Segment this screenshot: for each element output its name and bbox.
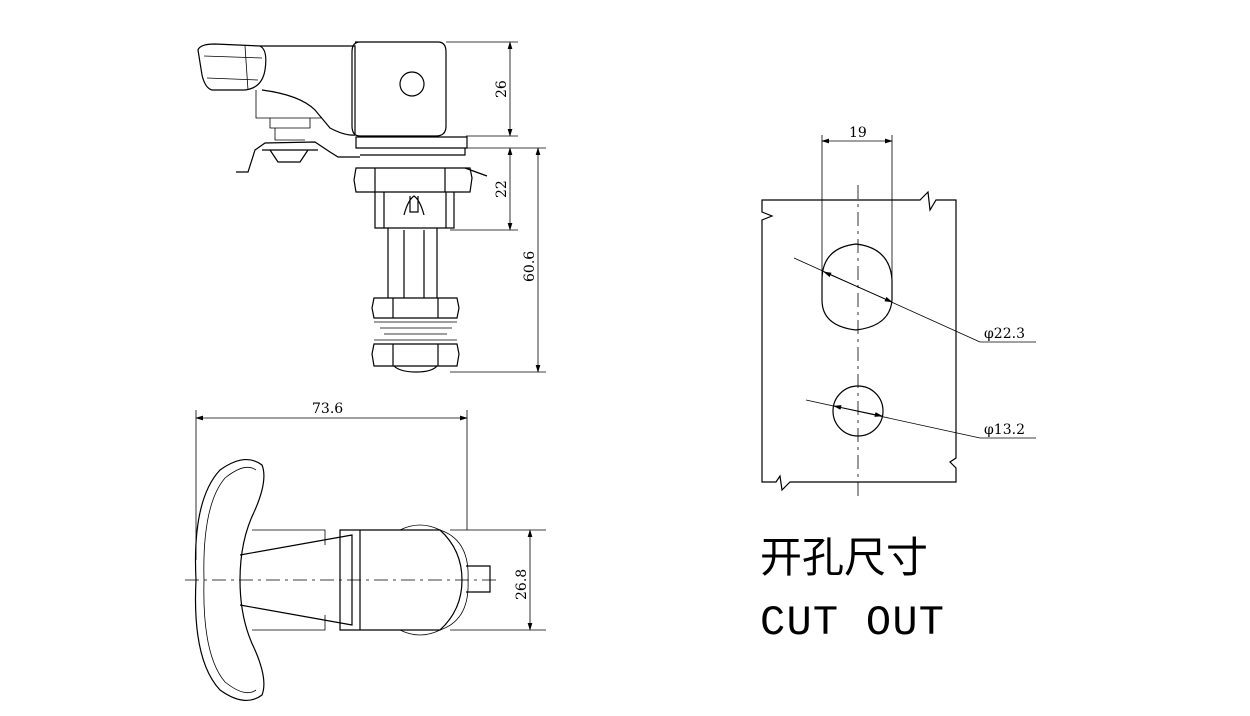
cutout-view: 19 φ22.3 φ13.2 [761, 125, 1036, 500]
top-view-dimensions: 73.6 26.8 [195, 401, 546, 631]
dim-19: 19 [849, 125, 867, 141]
dim-22: 22 [494, 180, 510, 198]
dim-26-8: 26.8 [514, 569, 530, 600]
caption-english: CUT OUT [760, 599, 944, 647]
dim-phi-22-3: φ22.3 [984, 326, 1025, 342]
caption-chinese: 开孔尺寸 [760, 533, 928, 582]
dim-phi-13-2: φ13.2 [984, 422, 1025, 438]
side-view-dimensions: 26 22 60.6 [446, 41, 546, 373]
dim-73-6: 73.6 [312, 401, 343, 417]
dim-26: 26 [494, 80, 510, 98]
top-view [185, 459, 500, 701]
dim-60-6: 60.6 [522, 251, 538, 282]
side-view [197, 41, 488, 373]
